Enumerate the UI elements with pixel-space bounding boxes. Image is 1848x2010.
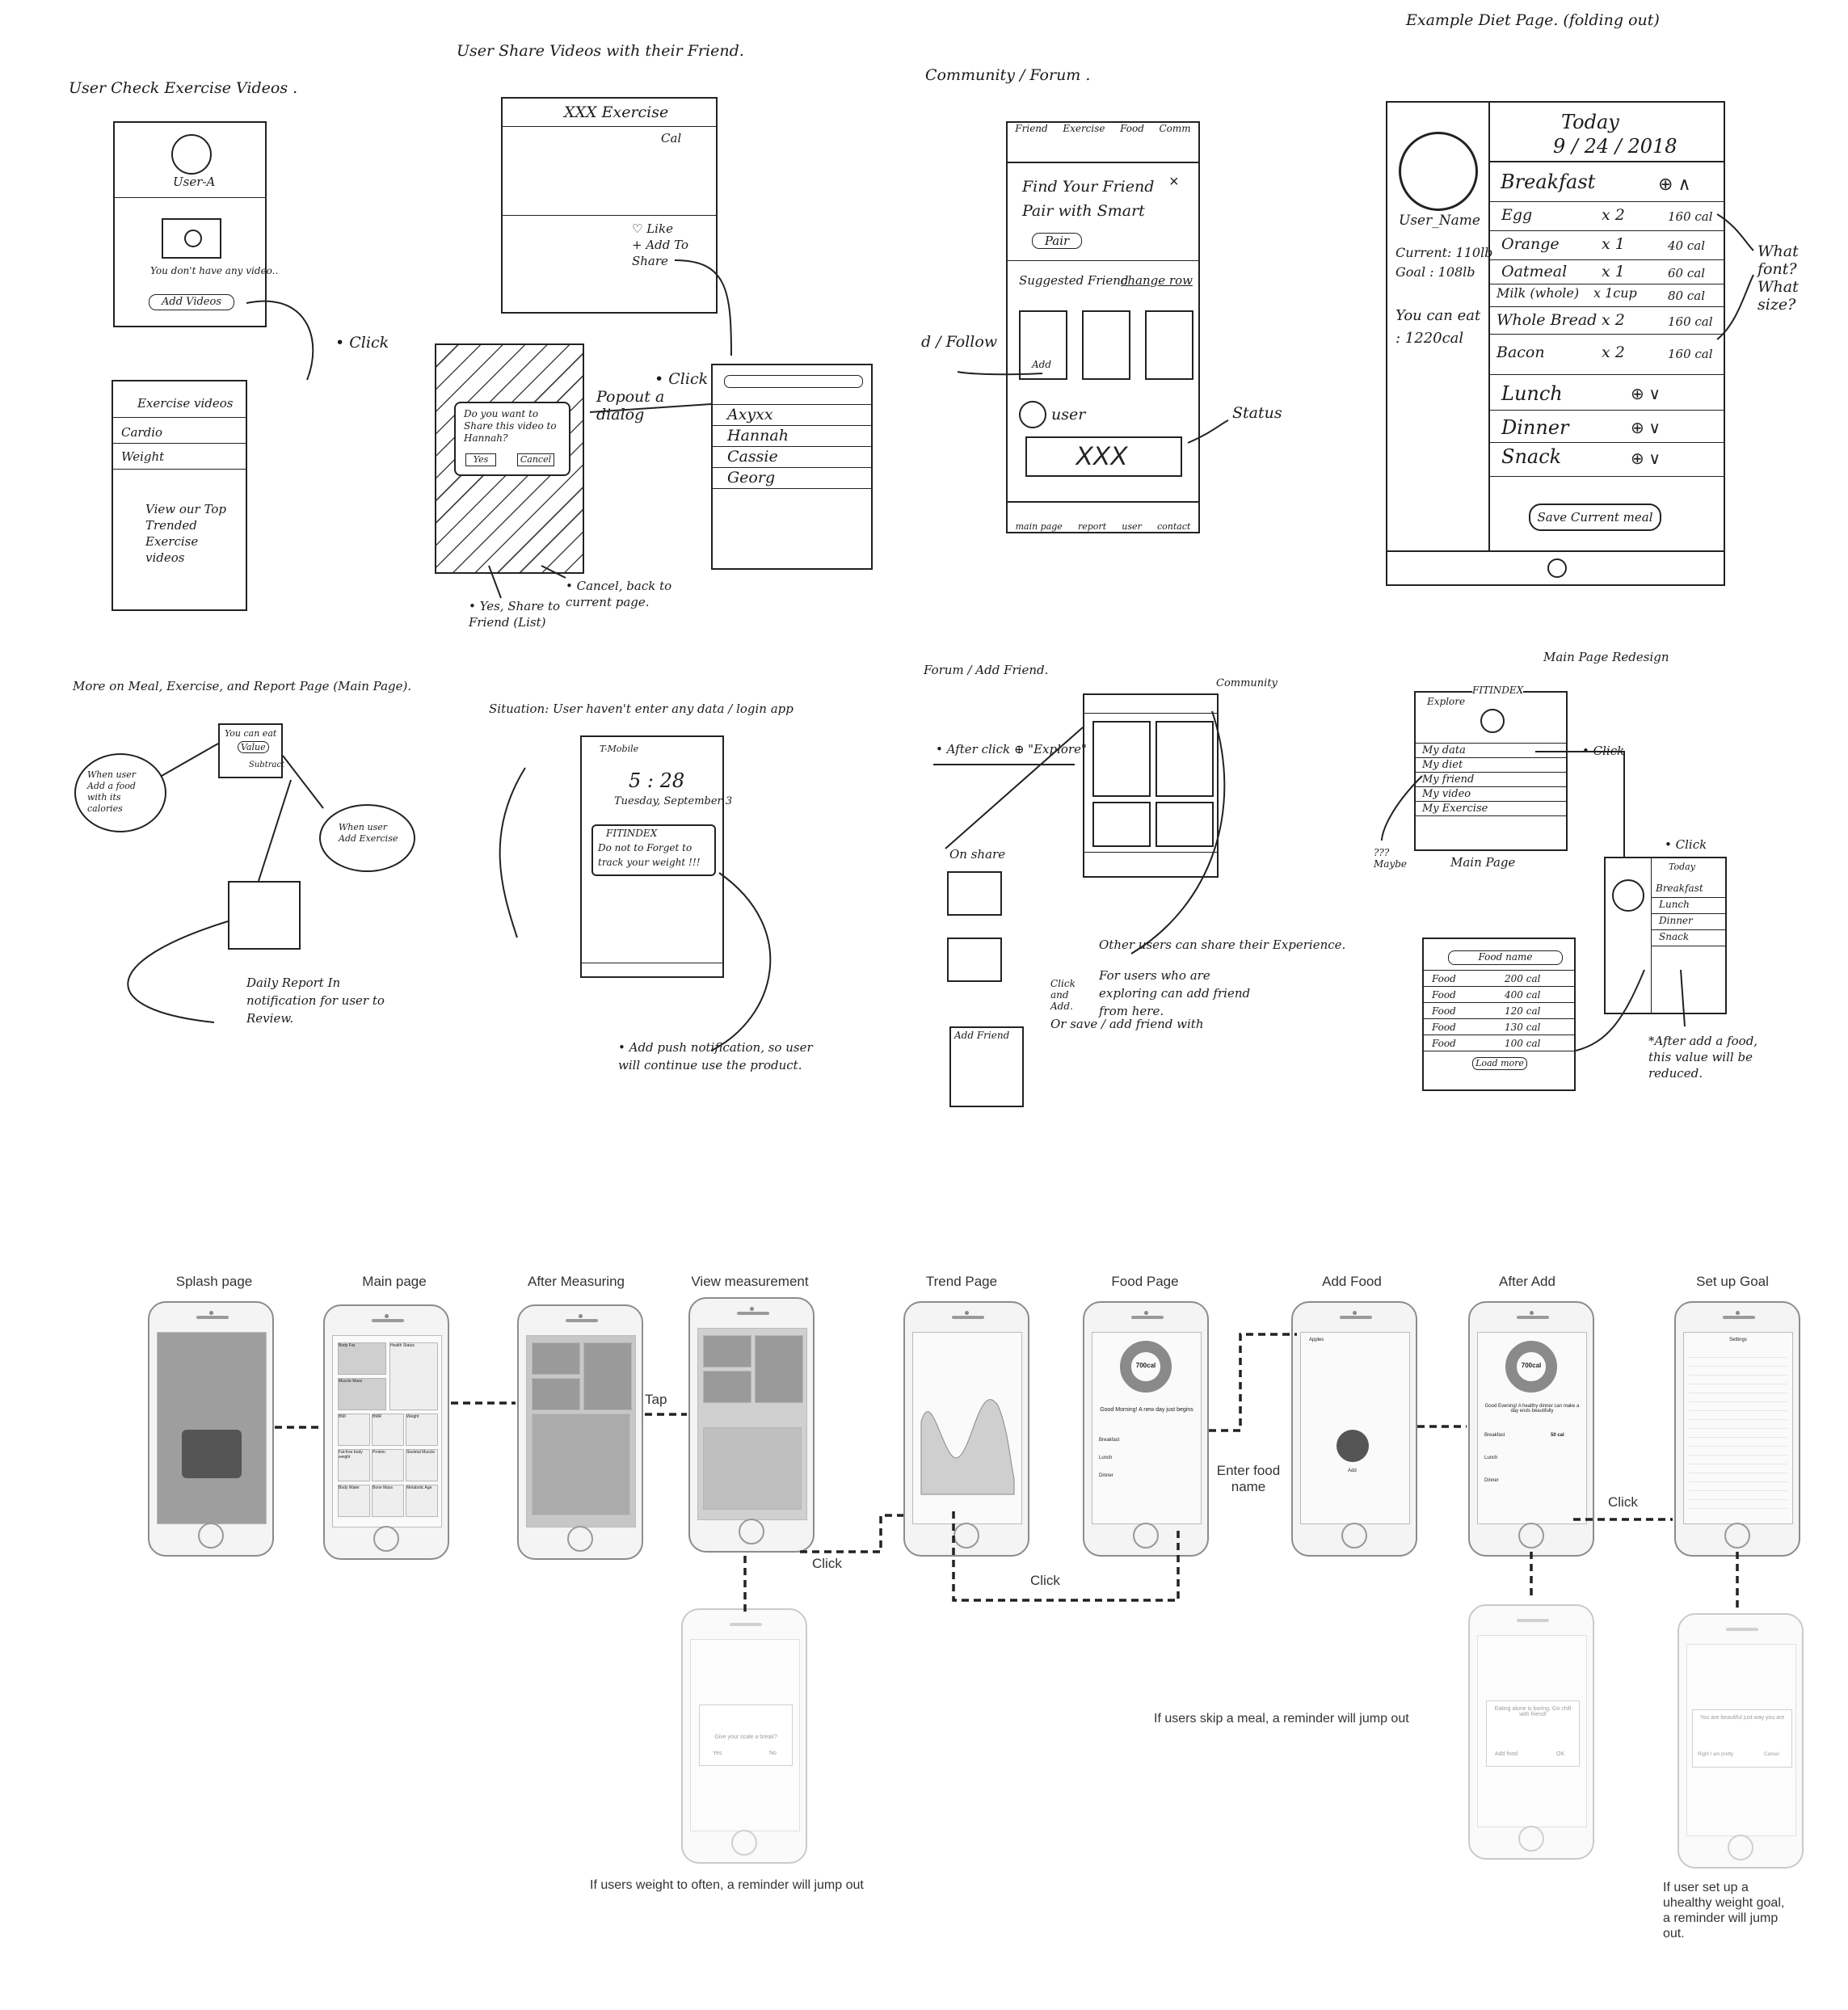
flow-connectors xyxy=(0,1148,1848,2010)
sketch-area: User Check Exercise Videos . User-A You … xyxy=(0,0,1848,1148)
tap-label: Tap xyxy=(645,1392,667,1408)
note-weight: If users weight to often, a reminder wil… xyxy=(590,1878,864,1893)
sketch-arrows xyxy=(0,0,1848,1148)
click-label-2: Click xyxy=(1030,1573,1060,1589)
note-goal: If user set up a uhealthy weight goal, a… xyxy=(1663,1880,1792,1941)
click-label-1: Click xyxy=(812,1556,842,1572)
note-meal: If users skip a meal, a reminder will ju… xyxy=(1154,1712,1409,1726)
enter-food-label: Enter food name xyxy=(1212,1463,1285,1495)
click-label-3: Click xyxy=(1608,1494,1638,1511)
